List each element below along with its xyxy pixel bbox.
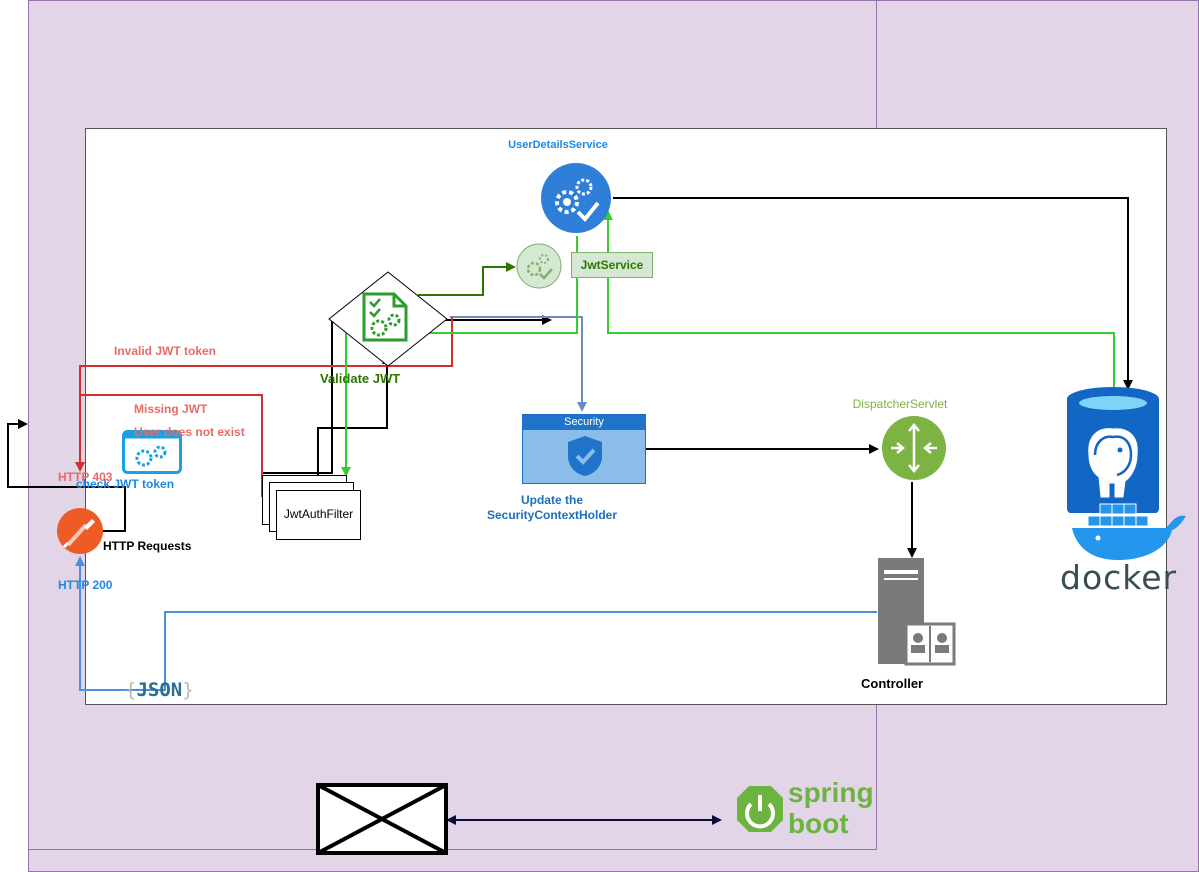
boot-label: boot bbox=[788, 808, 849, 839]
jwt-service-box[interactable] bbox=[571, 252, 653, 278]
json-close-brace: } bbox=[182, 679, 194, 701]
jwt-service-icon[interactable] bbox=[516, 243, 562, 289]
jwt-auth-filter[interactable]: JwtAuthFilter bbox=[276, 490, 361, 540]
spring-label: spring bbox=[788, 777, 874, 808]
user-not-exist-label: User does not exist bbox=[134, 425, 245, 439]
security-label-line1: Update the bbox=[520, 493, 583, 507]
document-gears-icon bbox=[362, 292, 408, 342]
dispatcher-servlet-label: DispatcherServlet bbox=[852, 397, 948, 411]
http-200-label: HTTP 200 bbox=[58, 578, 113, 592]
jwt-service-label: JwtService bbox=[580, 258, 644, 272]
json-payload: {JSON} bbox=[125, 679, 194, 701]
user-details-service-label: UserDetailsService bbox=[508, 139, 608, 151]
json-label: JSON bbox=[136, 679, 183, 701]
missing-jwt-label: Missing JWT bbox=[134, 402, 208, 416]
server-contacts-icon[interactable] bbox=[876, 556, 956, 666]
gears-check-icon[interactable] bbox=[540, 162, 612, 234]
postman-icon[interactable] bbox=[56, 507, 104, 555]
spring-power-icon[interactable] bbox=[735, 784, 785, 834]
docker-whale-icon[interactable] bbox=[1068, 496, 1192, 562]
http-requests-label: HTTP Requests bbox=[103, 539, 192, 553]
security-header: Security bbox=[523, 415, 645, 430]
http-403-label: HTTP 403 bbox=[58, 470, 113, 484]
security-label-line2: SecurityContextHolder bbox=[486, 508, 618, 522]
validate-jwt-label: Validate JWT bbox=[320, 371, 401, 386]
router-arrows-icon[interactable] bbox=[881, 415, 947, 481]
invalid-jwt-label: Invalid JWT token bbox=[114, 344, 217, 358]
check-jwt-label: check JWT token bbox=[76, 477, 175, 491]
shield-check-icon bbox=[568, 436, 602, 476]
jwt-auth-filter-label: JwtAuthFilter bbox=[283, 507, 354, 521]
cross-box-icon[interactable] bbox=[316, 783, 448, 855]
security-card[interactable]: Security bbox=[522, 414, 646, 484]
docker-label: docker bbox=[1060, 558, 1178, 597]
gears-screen-icon bbox=[122, 430, 182, 474]
postgresql-elephant-icon[interactable] bbox=[1065, 385, 1161, 513]
json-open-brace: { bbox=[125, 679, 137, 701]
controller-label: Controller bbox=[861, 676, 924, 691]
